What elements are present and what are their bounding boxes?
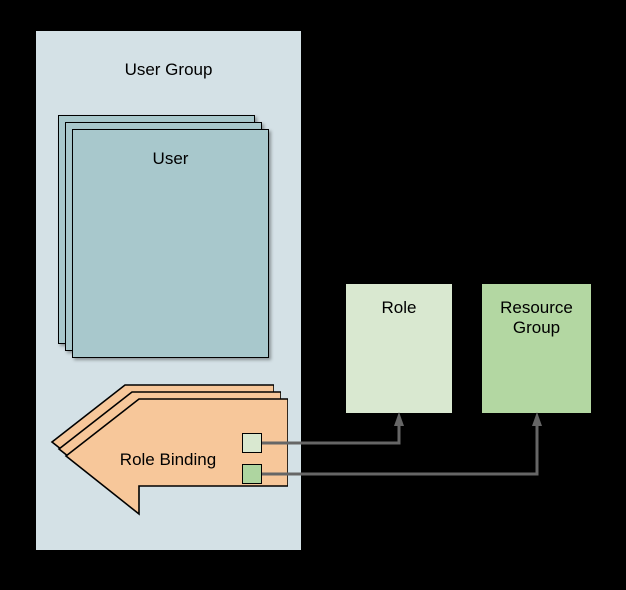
user-card-front[interactable]	[72, 129, 269, 358]
connector-role-binding-to-resource-group[interactable]	[262, 412, 542, 476]
arrowhead-up-icon	[532, 412, 542, 426]
arrowhead-up-icon	[394, 412, 404, 426]
resource-group-box[interactable]	[481, 283, 592, 414]
role-binding-shape-front[interactable]	[64, 381, 288, 531]
role-binding-role-port[interactable]	[242, 433, 262, 453]
role-box[interactable]	[345, 283, 453, 414]
role-binding-resource-group-port[interactable]	[242, 464, 262, 484]
